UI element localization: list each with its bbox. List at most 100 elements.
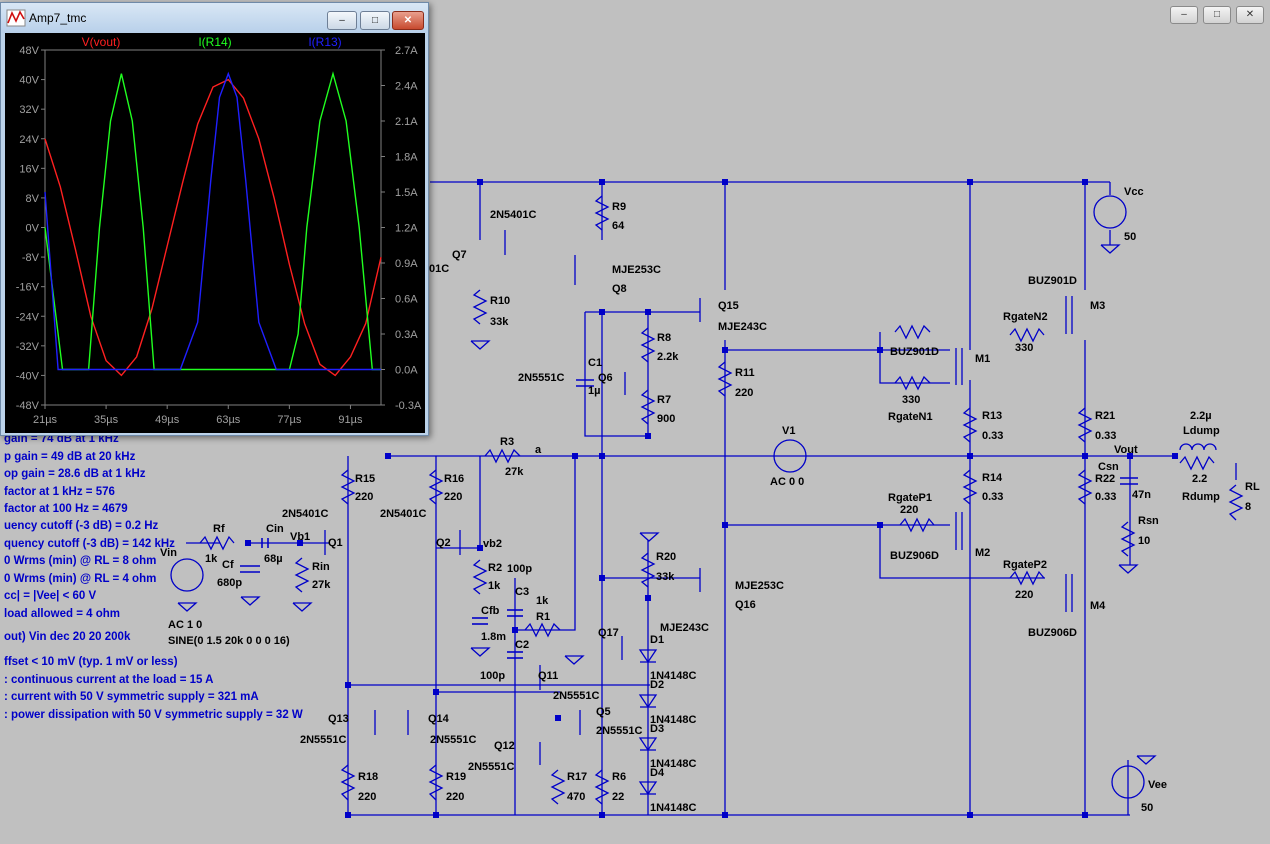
component-label: BUZ901D xyxy=(1028,275,1077,287)
component-label: 64 xyxy=(612,220,625,232)
x-tick-label: 77µs xyxy=(277,414,302,426)
component-label: C2 xyxy=(515,639,529,651)
component-label: 1.8m xyxy=(481,631,506,643)
note-line: 0 Wrms (min) @ RL = 8 ohm xyxy=(4,555,156,567)
component-label: 0.33 xyxy=(982,430,1003,442)
component-label: 33k xyxy=(656,571,675,583)
component-label: 50 xyxy=(1124,231,1136,243)
net-label: Vb1 xyxy=(290,531,310,543)
x-tick-label: 49µs xyxy=(155,414,180,426)
series-line-2 xyxy=(44,71,381,371)
note-line: : current with 50 V symmetric supply = 3… xyxy=(4,691,259,703)
component-label: BUZ906D xyxy=(1028,627,1077,639)
component-label: R11 xyxy=(735,367,755,379)
right-tick-label: 0.3A xyxy=(395,329,418,341)
component-label: 27k xyxy=(505,466,524,478)
component-label: Rsn xyxy=(1138,515,1159,527)
component-label: 33k xyxy=(490,316,509,328)
plot-frame xyxy=(44,49,382,406)
note-line: uency cutoff (-3 dB) = 0.2 Hz xyxy=(4,520,159,532)
component-label: 100p xyxy=(507,563,532,575)
component-label: 0.33 xyxy=(1095,491,1116,503)
component-label: Ldump xyxy=(1183,425,1220,437)
plot-minimize-button[interactable]: – xyxy=(327,11,357,30)
component-label: M1 xyxy=(975,353,990,365)
component-label: 100p xyxy=(480,670,505,682)
legend-entry-1: I(R14) xyxy=(198,35,231,49)
note-line: : power dissipation with 50 V symmetric … xyxy=(4,709,303,721)
net-label: Vout xyxy=(1114,444,1138,456)
component-label: RgateN2 xyxy=(1003,311,1048,323)
component-label: R7 xyxy=(657,394,671,406)
component-label: MJE253C xyxy=(612,264,661,276)
component-label: R10 xyxy=(490,295,510,307)
right-tick-label: 0.9A xyxy=(395,258,418,270)
component-label: 1k xyxy=(205,553,218,565)
schematic-maximize-button[interactable]: □ xyxy=(1203,6,1231,24)
component-label: R21 xyxy=(1095,410,1115,422)
right-tick-label: 1.8A xyxy=(395,152,418,164)
right-tick-label: 0.6A xyxy=(395,294,418,306)
component-label: R14 xyxy=(982,472,1003,484)
component-label: AC 0 0 xyxy=(770,476,804,488)
component-label: R15 xyxy=(355,473,375,485)
component-label: BUZ906D xyxy=(890,550,939,562)
component-label: R17 xyxy=(567,771,587,783)
component-label: 2N5401C xyxy=(282,508,329,520)
component-label: C1 xyxy=(588,357,602,369)
component-label: Q2 xyxy=(436,537,451,549)
component-label: Cf xyxy=(222,559,234,571)
legend-entry-0: V(vout) xyxy=(82,35,121,49)
note-line: out) Vin dec 20 20 200k xyxy=(4,631,131,643)
component-label: 68µ xyxy=(264,553,283,565)
component-label: Q1 xyxy=(328,537,343,549)
component-label: RgateP1 xyxy=(888,492,932,504)
component-label: 900 xyxy=(657,413,675,425)
schematic-minimize-button[interactable]: – xyxy=(1170,6,1198,24)
component-label: V1 xyxy=(782,425,795,437)
component-label: R6 xyxy=(612,771,626,783)
component-label: 2.2µ xyxy=(1190,410,1212,422)
component-label: 2N5551C xyxy=(553,690,600,702)
component-label: 1µ xyxy=(588,385,600,397)
component-label: Q11 xyxy=(538,670,558,682)
schematic-close-button[interactable]: ✕ xyxy=(1236,6,1264,24)
component-label: 1N4148C xyxy=(650,714,697,726)
component-label: R16 xyxy=(444,473,464,485)
plot-titlebar[interactable]: Amp7_tmc – □ ✕ xyxy=(1,3,428,33)
left-tick-label: 16V xyxy=(19,163,39,175)
x-tick-label: 21µs xyxy=(33,414,58,426)
plot-maximize-button[interactable]: □ xyxy=(360,11,390,30)
component-label: 8 xyxy=(1245,501,1251,513)
left-tick-label: -40V xyxy=(16,370,40,382)
component-label: 1k xyxy=(488,580,501,592)
component-label: R18 xyxy=(358,771,378,783)
component-label: Rdump xyxy=(1182,491,1220,503)
component-label: BUZ901D xyxy=(890,346,939,358)
component-label: Q6 xyxy=(598,372,613,384)
note-line: cc| = |Vee| < 60 V xyxy=(4,590,96,602)
waveform-chart[interactable]: 48V40V32V24V16V8V0V-8V-16V-24V-32V-40V-4… xyxy=(5,33,425,433)
component-label: 2N5401C xyxy=(380,508,427,520)
component-label: Q14 xyxy=(428,713,450,725)
component-label: Q8 xyxy=(612,283,627,295)
left-tick-label: -24V xyxy=(16,311,40,323)
note-line: quency cutoff (-3 dB) = 142 kHz xyxy=(4,538,175,550)
left-tick-label: -48V xyxy=(16,400,40,412)
component-label: 2.2 xyxy=(1192,473,1207,485)
plot-close-button[interactable]: ✕ xyxy=(392,11,424,30)
component-label: 0.33 xyxy=(982,491,1003,503)
component-label: Csn xyxy=(1098,461,1119,473)
left-tick-label: -16V xyxy=(16,282,40,294)
x-tick-label: 63µs xyxy=(216,414,241,426)
component-label: 1N4148C xyxy=(650,802,697,814)
component-label: D3 xyxy=(650,723,664,735)
component-label: 2.2k xyxy=(657,351,679,363)
note-line: op gain = 28.6 dB at 1 kHz xyxy=(4,468,146,480)
net-label: vb2 xyxy=(483,538,502,550)
component-label: Q17 xyxy=(598,627,619,639)
